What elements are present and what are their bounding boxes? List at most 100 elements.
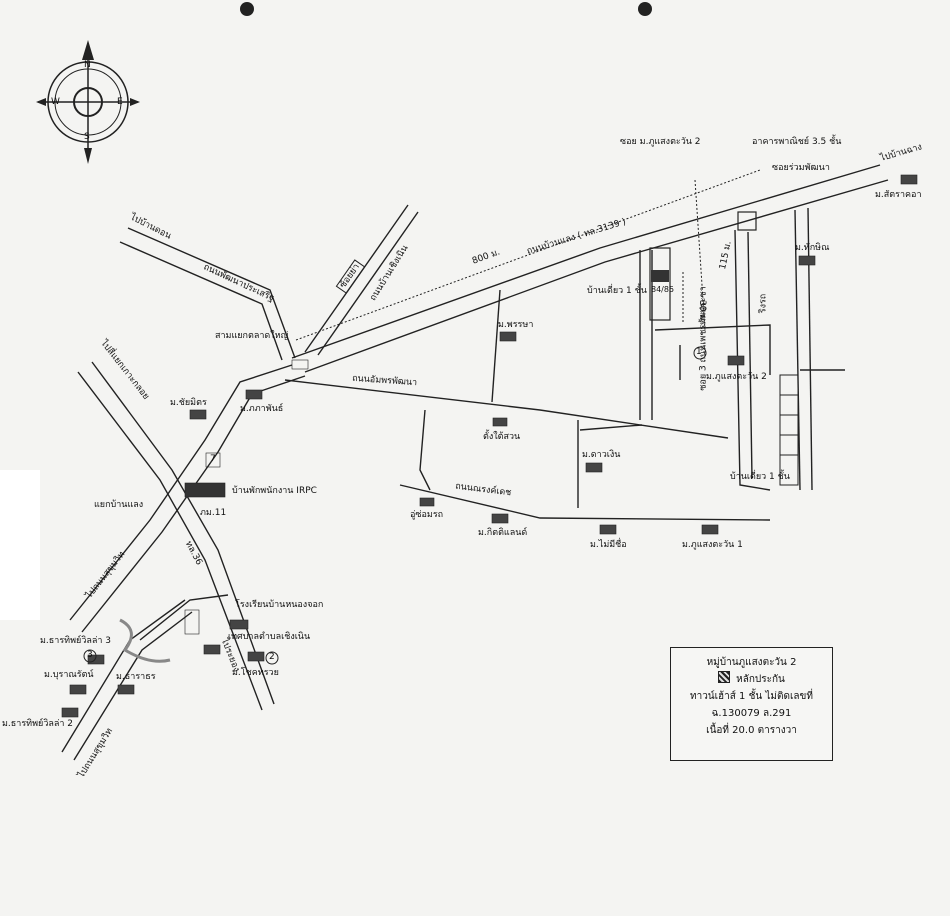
legend-line-2: ทาวน์เฮ้าส์ 1 ชั้น ไม่ติดเลขที่ <box>689 691 813 702</box>
label-mu-maimi: ม.ไม่มีชื่อ <box>590 540 627 550</box>
building-icon <box>61 707 79 718</box>
house-row-east <box>779 374 799 486</box>
commercial-building-marker <box>737 211 757 231</box>
road-choeng-noen-2 <box>317 211 419 356</box>
marker-3-label: 3 <box>87 650 93 660</box>
compass-east: E <box>117 97 123 107</box>
label-mu-pakkaphan: ม.ภภาพันธ์ <box>240 404 284 414</box>
compass-south: S <box>84 132 90 142</box>
garage-icon <box>419 497 435 507</box>
label-clinic: เทศบาลตำบลเชิงเนิน <box>228 632 311 642</box>
road-to-ban-don <box>127 227 296 359</box>
road-phrasa <box>491 289 501 403</box>
label-mu-buranat: ม.บุราณรัตน์ <box>44 670 94 680</box>
label-mu-tharathip-2: ม.ธารทิพย์วิลล่า 2 <box>2 719 74 729</box>
building-icon <box>245 389 263 400</box>
junction-sign-icon <box>291 359 309 370</box>
building-icon <box>203 644 221 655</box>
road-tl36 <box>77 371 263 711</box>
road-main-sw-2 <box>81 375 306 633</box>
legend-line-3: ฉ.130079 ล.291 <box>711 708 792 719</box>
marker-1-label: 1 <box>696 347 702 357</box>
building-icon <box>189 409 207 420</box>
road-amphon <box>284 379 729 439</box>
label-u-somrot: อู่ซ่อมรถ <box>410 510 444 520</box>
compass-icon <box>36 40 140 164</box>
marker-3-circle <box>83 649 97 663</box>
label-soi-ruam: ซอยร่วมพัฒนา <box>772 163 830 173</box>
road-east <box>794 209 801 491</box>
compass-north: N <box>84 60 91 70</box>
road-school <box>139 594 229 641</box>
building-icon <box>701 524 719 535</box>
label-mu-11: ภม.11 <box>200 508 227 518</box>
label-soi-right: ริงรถ <box>758 293 769 314</box>
label-house-1-top: บ้านเดี่ยว 1 ชั้น <box>587 286 647 296</box>
road-narong-inner <box>419 409 431 491</box>
label-mu-phrasa: ม.พรรษา <box>498 320 534 330</box>
distance-line-115 <box>694 179 706 331</box>
building-icon <box>229 619 249 630</box>
road-sukhumvit-2 <box>73 611 193 761</box>
townhouse-row <box>649 247 671 321</box>
label-tung-suan: ตั้งใต้สวน <box>483 432 521 442</box>
building-icon <box>247 651 265 662</box>
building-icon <box>69 684 87 695</box>
label-house-no: 84/85 <box>651 285 675 294</box>
legend-line-4: เนื้อที่ 20.0 ตารางวา <box>706 725 797 736</box>
label-distance-30: 30 ม. <box>697 299 708 324</box>
school-building-icon <box>184 609 200 635</box>
compass-west: W <box>51 97 60 107</box>
label-house-1-bottom: บ้านเดี่ยว 1 ชั้น <box>730 472 790 482</box>
road-soi-kunsaeng <box>654 324 771 375</box>
road-to-ban-don-2 <box>119 241 283 361</box>
label-mu-dawan: ม.ดาวเงิน <box>582 450 621 460</box>
legend-swatch-label: หลักประกัน <box>736 674 785 685</box>
label-mu-sattakon: ม.สัตราคอา <box>875 190 922 200</box>
punch-hole <box>240 2 254 16</box>
building-icon <box>491 513 509 524</box>
road-east-2 <box>807 207 813 491</box>
label-irpc: บ้านพักพนักงาน IRPC <box>232 486 317 496</box>
building-icon <box>499 331 517 342</box>
label-yaek-ban-chang: แยกบ้านแลง <box>94 500 144 510</box>
label-mu-kunsaeng-1: ม.ภูแสงตะวัน 1 <box>682 540 743 550</box>
road-soi-ruam-2 <box>747 231 753 479</box>
label-mu-tharathip-3: ม.ธารทิพย์วิลล่า 3 <box>40 636 112 646</box>
seven-eleven-icon <box>205 452 221 468</box>
label-mu-kunsaeng-2: ม.ภูแสงตะวัน 2 <box>706 372 767 382</box>
building-icon <box>900 174 918 185</box>
building-icon <box>727 355 745 366</box>
label-school: โรงเรียนบ้านหนองจอก <box>235 600 324 610</box>
collateral-swatch-icon <box>718 671 731 683</box>
tung-suan-icon <box>492 417 508 427</box>
label-sam-yaek: สามแยกตลาดใหญ่ <box>215 331 289 341</box>
label-mu-chaimit: ม.ชัยมิตร <box>170 398 207 408</box>
punch-hole <box>638 2 652 16</box>
building-icon <box>599 524 617 535</box>
building-icon <box>117 684 135 695</box>
label-mu-tharathon: ม.ธาราธร <box>116 672 156 682</box>
label-soi-mu-kunsaeng-2: ซอย ม.ภูแสงตะวัน 2 <box>620 137 701 147</box>
road-choeng-noen <box>304 204 409 353</box>
building-icon <box>585 462 603 473</box>
label-seven: 7 <box>210 454 216 464</box>
road-ban-chang-north <box>291 164 881 359</box>
label-mu-thakyam: ม.ทักษิณ <box>795 243 830 253</box>
marker-2-label: 2 <box>269 652 275 662</box>
building-icon <box>798 255 816 266</box>
pond-icon <box>119 618 171 663</box>
road-narong <box>399 484 771 521</box>
label-commercial: อาคารพาณิชย์ 3.5 ชั้น <box>752 137 842 147</box>
marker-1-circle <box>693 346 707 360</box>
map-legend: หมู่บ้านภูแสงตะวัน 2 หลักประกัน ทาวน์เฮ้… <box>670 647 833 761</box>
label-mu-jodsawai: ม.โชคทรวย <box>232 668 279 678</box>
irpc-building-icon <box>184 482 226 498</box>
road-soi-ruam <box>734 229 771 491</box>
road-main-sw <box>69 364 293 621</box>
legend-swatch-row: หลักประกัน <box>677 671 826 688</box>
marker-2-circle <box>265 651 279 665</box>
collateral-marker <box>651 270 669 282</box>
scan-margin <box>0 470 40 620</box>
